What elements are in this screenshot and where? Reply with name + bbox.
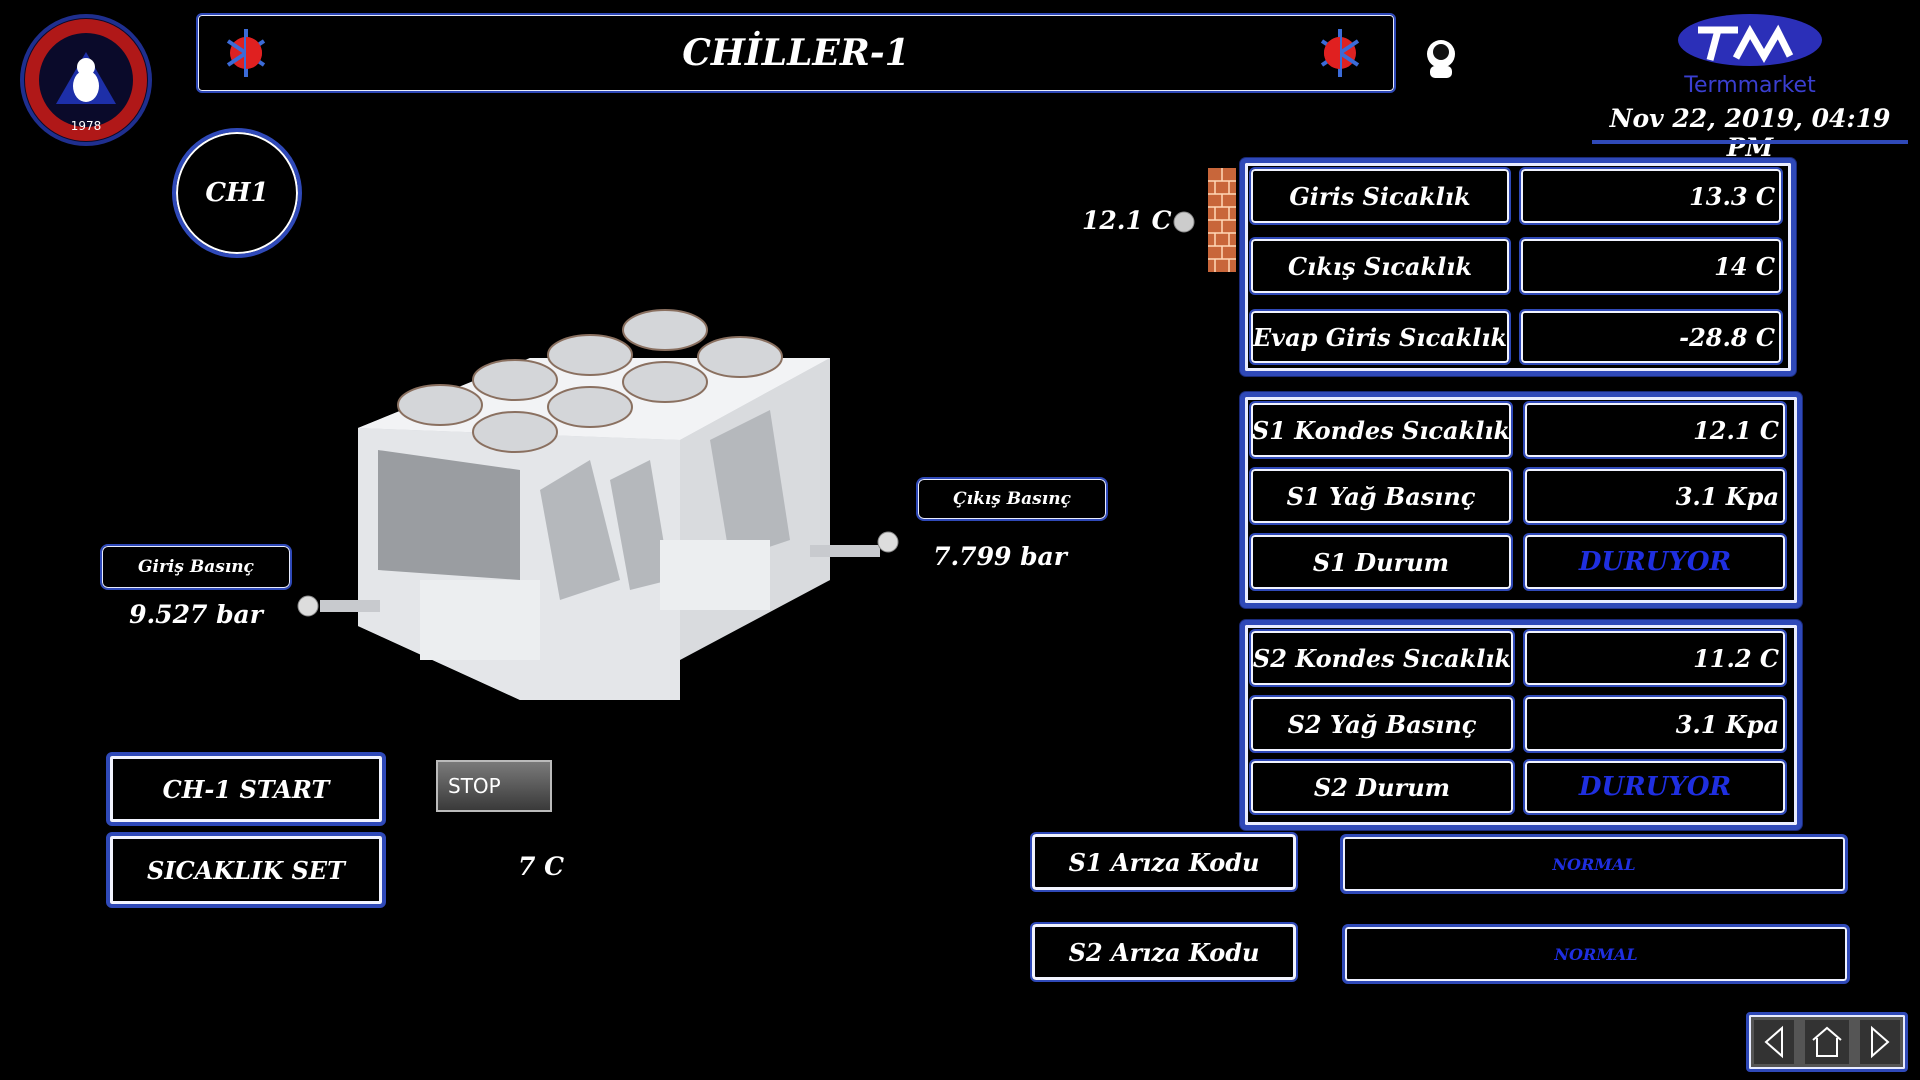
evap-inlet-temp-value: -28.8 C xyxy=(1519,309,1783,365)
s2-status-label: S2 Durum xyxy=(1249,759,1515,815)
university-logo: 1978 xyxy=(20,14,152,146)
temperature-set-button[interactable]: SICAKLIK SET xyxy=(106,832,386,908)
s2-status-value: DURUYOR xyxy=(1523,759,1787,815)
s1-condenser-temp-label: S1 Kondes Sıcaklık xyxy=(1249,401,1513,459)
s1-fault-code-label: S1 Arıza Kodu xyxy=(1030,832,1298,892)
hot-cold-icon xyxy=(226,29,266,77)
evap-inlet-temp-label: Evap Giris Sıcaklık xyxy=(1249,309,1511,365)
datetime-display: Nov 22, 2019, 04:19 PM xyxy=(1609,104,1891,162)
datetime-underline xyxy=(1592,140,1908,144)
hot-cold-icon xyxy=(1320,29,1360,77)
temperature-set-value: 7 C xyxy=(518,852,564,881)
outlet-pressure-value: 7.799 bar xyxy=(933,542,1067,571)
s1-status-value: DURUYOR xyxy=(1523,533,1787,591)
s2-condenser-temp-value: 11.2 C xyxy=(1523,629,1787,687)
university-year: 1978 xyxy=(71,119,102,133)
stop-button[interactable]: STOP xyxy=(436,760,552,812)
outlet-temp-value: 14 C xyxy=(1519,237,1783,295)
outlet-temp-label: Cıkış Sıcaklık xyxy=(1249,237,1511,295)
brand-logo: Termmarket xyxy=(1678,14,1822,98)
brand-name: Termmarket xyxy=(1683,73,1816,98)
chiller-illustration xyxy=(297,309,899,700)
s1-panel: S1 Kondes Sıcaklık 12.1 C S1 Yağ Basınç … xyxy=(1240,392,1802,608)
s1-condenser-temp-value: 12.1 C xyxy=(1523,401,1787,459)
outlet-pressure-label: Çıkış Basınç xyxy=(916,477,1108,521)
user-icon[interactable] xyxy=(1424,38,1458,80)
s1-fault-code-value: NORMAL xyxy=(1340,834,1848,894)
s1-oil-pressure-value: 3.1 Kpa xyxy=(1523,467,1787,525)
fan-icon xyxy=(397,309,783,453)
home-icon[interactable] xyxy=(1804,1020,1849,1064)
sensor-icon xyxy=(1173,211,1195,233)
nav-bar xyxy=(1746,1012,1908,1072)
start-button[interactable]: CH-1 START xyxy=(106,752,386,826)
s2-fault-code-value: NORMAL xyxy=(1342,924,1850,984)
s2-fault-code-label: S2 Arıza Kodu xyxy=(1030,922,1298,982)
title-bar: CHİLLER-1 xyxy=(196,13,1396,93)
s2-oil-pressure-value: 3.1 Kpa xyxy=(1523,695,1787,753)
unit-indicator: CH1 xyxy=(172,128,302,258)
inlet-temp-value: 13.3 C xyxy=(1519,167,1783,225)
s2-oil-pressure-label: S2 Yağ Basınç xyxy=(1249,695,1515,753)
s2-condenser-temp-label: S2 Kondes Sıcaklık xyxy=(1249,629,1515,687)
inlet-pressure-value: 9.527 bar xyxy=(129,600,263,629)
prev-icon[interactable] xyxy=(1754,1020,1795,1064)
inlet-temp-label: Giris Sicaklık xyxy=(1249,167,1511,225)
s2-panel: S2 Kondes Sıcaklık 11.2 C S2 Yağ Basınç … xyxy=(1240,620,1802,830)
page-title: CHİLLER-1 xyxy=(682,32,910,74)
temperature-panel: Giris Sicaklık 13.3 C Cıkış Sıcaklık 14 … xyxy=(1240,158,1796,376)
next-icon[interactable] xyxy=(1859,1020,1900,1064)
s1-oil-pressure-label: S1 Yağ Basınç xyxy=(1249,467,1513,525)
stop-button-label: STOP xyxy=(448,774,501,798)
s1-status-label: S1 Durum xyxy=(1249,533,1513,591)
ambient-temp-value: 12.1 C xyxy=(1082,206,1172,235)
brick-wall-icon xyxy=(1208,168,1236,272)
inlet-pressure-label: Giriş Basınç xyxy=(100,544,292,590)
